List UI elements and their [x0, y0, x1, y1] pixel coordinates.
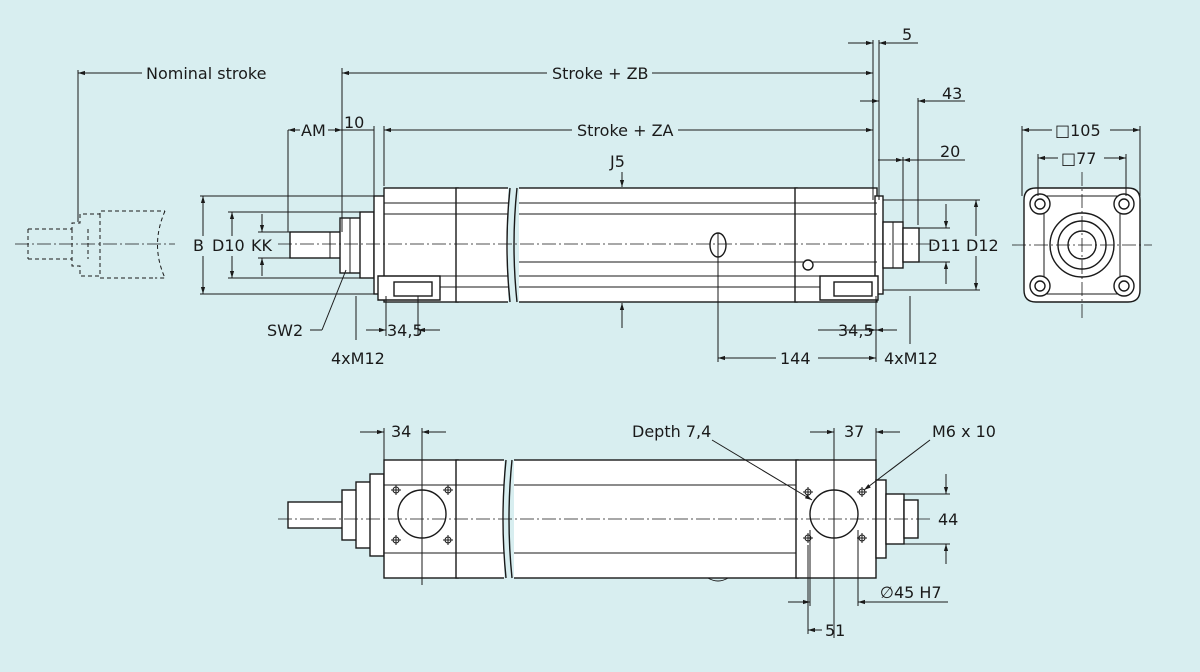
label-d12: D12	[966, 236, 999, 255]
label-20: 20	[940, 142, 960, 161]
label-sw2: SW2	[267, 321, 303, 340]
label-34: 34	[391, 422, 411, 441]
top-dimensions	[78, 40, 980, 362]
label-m6: M6 x 10	[932, 422, 996, 441]
label-37: 37	[844, 422, 864, 441]
label-43: 43	[942, 84, 962, 103]
label-d11: D11	[928, 236, 961, 255]
label-depth: Depth 7,4	[632, 422, 711, 441]
label-10: 10	[344, 113, 364, 132]
label-44: 44	[938, 510, 958, 529]
label-4xm12-left: 4xM12	[331, 349, 385, 368]
label-d10: D10	[212, 236, 245, 255]
bottom-dimensions	[360, 428, 950, 638]
label-stroke-zb: Stroke + ZB	[552, 64, 649, 83]
label-144: 144	[780, 349, 811, 368]
cylinder-bottom-view	[278, 456, 930, 582]
label-5: 5	[902, 25, 912, 44]
label-51: 51	[825, 621, 845, 640]
nominal-stroke-detail	[15, 70, 175, 279]
label-kk: KK	[251, 236, 272, 255]
label-nominal-stroke: Nominal stroke	[146, 64, 266, 83]
cylinder-end-view	[1012, 126, 1152, 318]
label-sq77: □77	[1061, 149, 1096, 168]
label-dia45: ∅45 H7	[880, 583, 942, 602]
label-34-5-right: 34,5	[838, 321, 874, 340]
label-am: AM	[301, 121, 326, 140]
label-j5: J5	[609, 152, 625, 171]
label-sq105: □105	[1055, 121, 1101, 140]
label-stroke-za: Stroke + ZA	[577, 121, 674, 140]
label-b: B	[193, 236, 204, 255]
label-4xm12-right: 4xM12	[884, 349, 938, 368]
label-34-5-left: 34,5	[387, 321, 423, 340]
cylinder-side-view	[278, 184, 935, 306]
dimension-labels: Nominal stroke Stroke + ZB Stroke + ZA A…	[146, 25, 1101, 640]
